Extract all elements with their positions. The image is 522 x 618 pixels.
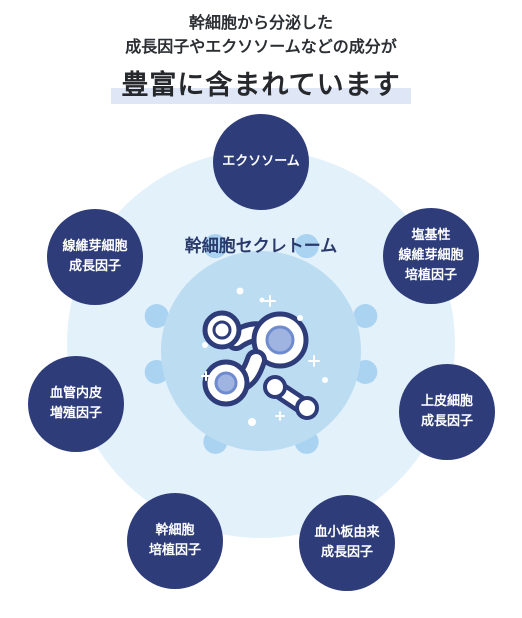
node-label-line: エクソソーム <box>222 154 300 169</box>
node-label-vegf: 血管内皮増殖因子 <box>28 384 124 424</box>
node-label-line: 塩基性 <box>411 228 451 243</box>
node-label-pdgf: 血小板由来成長因子 <box>299 523 395 563</box>
node-label-egf: 上皮細胞成長因子 <box>399 392 495 432</box>
node-label-line: 血管内皮 <box>49 386 102 401</box>
node-label-line: 培植因子 <box>148 543 201 558</box>
node-label-line: 増殖因子 <box>49 406 102 421</box>
node-label-line: 上皮細胞 <box>420 394 473 409</box>
node-circle-fgf <box>47 209 143 305</box>
node-circle-pdgf <box>299 495 395 591</box>
node-label-scf: 幹細胞培植因子 <box>127 521 223 561</box>
intro-line-2: 成長因子やエクソソームなどの成分が <box>125 37 397 56</box>
node-circle-exosome <box>213 114 309 210</box>
node-label-line: 血小板由来 <box>314 525 380 540</box>
node-label-line: 成長因子 <box>420 414 473 429</box>
satellite-dot <box>353 304 378 329</box>
center-title: 幹細胞セクレトーム <box>184 236 338 257</box>
node-label-bfgf: 塩基性線維芽細胞培植因子 <box>383 226 479 286</box>
headline: 豊富に含まれています <box>111 66 411 106</box>
intro-line-1: 幹細胞から分泌した <box>188 13 333 32</box>
node-label-fgf: 線維芽細胞成長因子 <box>47 237 143 277</box>
node-label-line: 培植因子 <box>404 268 457 283</box>
node-circle-vegf <box>28 356 124 452</box>
node-label-exosome: エクソソーム <box>213 152 309 172</box>
satellite-dot <box>203 234 228 259</box>
node-label-line: 成長因子 <box>320 545 373 560</box>
satellite-dot <box>144 304 169 329</box>
node-label-line: 線維芽細胞 <box>398 248 464 263</box>
node-circle-bfgf <box>383 208 479 304</box>
component-nodes <box>28 114 495 591</box>
node-circle-scf <box>127 493 223 589</box>
node-label-line: 幹細胞 <box>155 523 195 538</box>
stem-cell-icon <box>201 287 328 426</box>
satellite-dot <box>294 234 319 259</box>
node-label-line: 成長因子 <box>68 259 121 274</box>
node-circle-egf <box>399 364 495 460</box>
node-label-line: 線維芽細胞 <box>62 239 128 254</box>
